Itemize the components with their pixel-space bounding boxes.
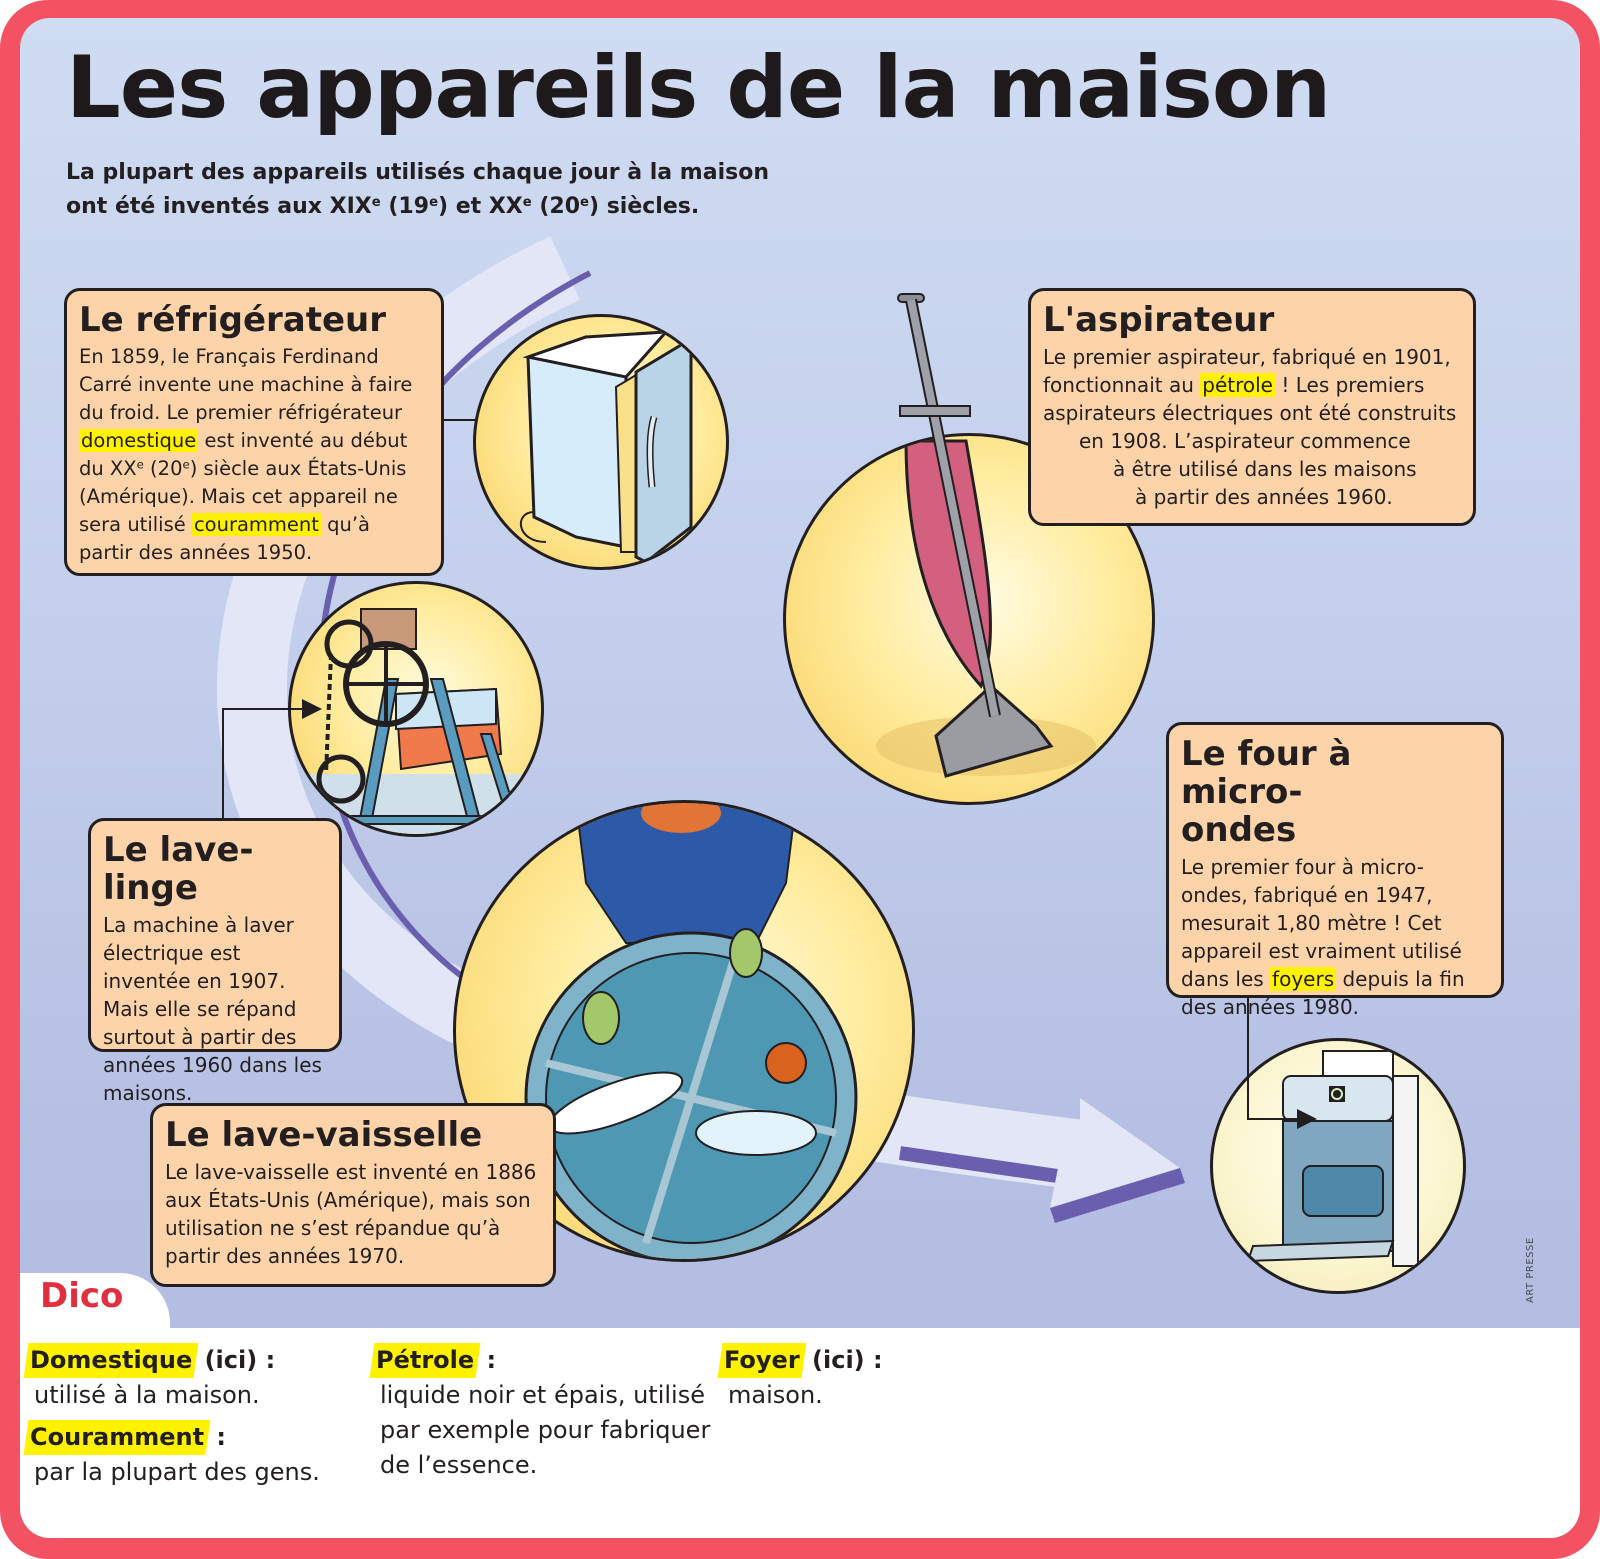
dishwasher-illustration — [453, 800, 915, 1262]
washing-machine-text: La machine à laver électrique est invent… — [103, 913, 322, 1105]
microwave-pointer — [1247, 1118, 1297, 1120]
vacuum-box: L'aspirateur Le premier aspirateur, fabr… — [1028, 288, 1476, 526]
glossary-entry-foyer: Foyer (ici) : maison. — [717, 1343, 883, 1413]
microwave-box: Le four à micro-ondes Le premier four à … — [1166, 722, 1504, 1019]
superscript: e — [522, 194, 532, 210]
glossary-definition: liquide noir et épais, utilisé par exemp… — [380, 1381, 711, 1479]
text: Le premier four à micro-ondes, fabriqué … — [1181, 855, 1462, 991]
vacuum-text-line: en 1908. L’aspirateur commence — [1079, 429, 1411, 453]
refrigerator-icon — [519, 330, 693, 564]
washing-machine-icon — [291, 608, 541, 834]
highlight-couramment: couramment — [191, 513, 321, 536]
washing-machine-pointer — [222, 708, 224, 818]
vacuum-cleaner-icon — [876, 439, 1096, 778]
glossary-definition: maison. — [728, 1381, 823, 1409]
term-text: Couramment — [30, 1423, 205, 1451]
refrigerator-box: Le réfrigérateur En 1859, le Français Fe… — [64, 288, 444, 576]
text: Le premier aspirateur, fabriqué en 1901,… — [1043, 345, 1451, 397]
glossary-term: Domestique — [23, 1343, 199, 1378]
vacuum-text: Le premier aspirateur, fabriqué en 1901,… — [1043, 343, 1461, 427]
subtitle-text: ) et XX — [438, 194, 523, 219]
glossary-entry-petrole: Pétrole : liquide noir et épais, utilisé… — [369, 1343, 712, 1483]
vacuum-heading: L'aspirateur — [1043, 300, 1275, 340]
text: depuis la fin des années 1980. — [1181, 967, 1465, 1019]
infographic-panel: Les appareils de la maison La plupart de… — [20, 18, 1580, 1538]
glossary-definition: utilisé à la maison. — [34, 1381, 260, 1409]
highlight-domestique: domestique — [79, 429, 199, 452]
vacuum-handle-icon — [897, 293, 1001, 718]
superscript: e — [429, 194, 439, 210]
dishwasher-icon — [524, 803, 858, 1259]
subtitle: La plupart des appareils utilisés chaque… — [66, 156, 826, 224]
text: est inventé au début du XX — [79, 429, 408, 480]
glossary-term: Pétrole — [369, 1343, 481, 1378]
page-title: Les appareils de la maison — [66, 38, 1331, 138]
refrigerator-heading: Le réfrigérateur — [79, 300, 386, 340]
washing-machine-heading: Le lave-linge — [103, 830, 254, 908]
vacuum-text-line: à être utilisé dans les maisons — [1113, 457, 1417, 481]
vacuum-text-line: à partir des années 1960. — [1135, 485, 1393, 509]
highlight-petrole: pétrole — [1200, 373, 1275, 397]
washing-machine-pointer — [222, 708, 304, 710]
glossary-qualifier: : — [478, 1346, 497, 1374]
subtitle-text: (19 — [380, 194, 430, 219]
glossary-entry-couramment: Couramment : par la plupart des gens. — [23, 1420, 320, 1490]
pointer-arrow-icon — [1297, 1109, 1317, 1129]
microwave-illustration — [1210, 1038, 1466, 1294]
refrigerator-text: En 1859, le Français Ferdinand Carré inv… — [79, 343, 429, 567]
pointer-arrow-icon — [302, 699, 322, 719]
subtitle-text: ) siècles. — [589, 194, 700, 219]
glossary-qualifier: (ici) : — [196, 1346, 276, 1374]
credit-text: ART PRESSE — [1525, 1237, 1536, 1303]
washing-machine-box: Le lave-linge La machine à laver électri… — [88, 818, 342, 1105]
glossary-label: Dico — [40, 1276, 124, 1316]
glossary-tab — [20, 1273, 170, 1343]
dishwasher-box: Le lave-vaisselle Le lave-vaisselle est … — [150, 1103, 556, 1287]
text: qu’à partir des années 1950. — [79, 513, 371, 564]
dishwasher-heading: Le lave-vaisselle — [165, 1115, 483, 1155]
superscript: e — [136, 457, 144, 472]
glossary-term: Foyer — [717, 1343, 807, 1378]
superscript: e — [182, 457, 190, 472]
term-text: Domestique — [30, 1346, 193, 1374]
microwave-oven-icon — [1246, 1050, 1419, 1267]
term-text: Foyer — [724, 1346, 800, 1374]
text: (20 — [143, 457, 183, 480]
highlight-foyers: foyers — [1270, 967, 1337, 991]
superscript: e — [580, 194, 589, 210]
text: ! Les premiers aspirateurs électriques o… — [1043, 373, 1457, 425]
refrigerator-illustration — [473, 314, 729, 570]
glossary-term: Couramment — [23, 1420, 211, 1455]
subtitle-text: (20 — [531, 194, 581, 219]
text: ) siècle aux États-Unis (Amérique). Mais… — [79, 457, 407, 536]
glossary-qualifier: (ici) : — [803, 1346, 883, 1374]
subtitle-text: ont été inventés aux XIX — [66, 194, 372, 219]
glossary-definition: par la plupart des gens. — [34, 1458, 320, 1486]
microwave-text: Le premier four à micro-ondes, fabriqué … — [1181, 853, 1489, 1021]
glossary-qualifier: : — [208, 1423, 227, 1451]
washing-machine-illustration — [288, 581, 544, 837]
term-text: Pétrole — [376, 1346, 475, 1374]
superscript: e — [371, 194, 381, 210]
text: En 1859, le Français Ferdinand Carré inv… — [79, 345, 413, 424]
microwave-heading: Le four à micro-ondes — [1181, 734, 1352, 850]
dishwasher-text: Le lave-vaisselle est inventé en 1886 au… — [165, 1160, 537, 1268]
subtitle-line-1: La plupart des appareils utilisés chaque… — [66, 160, 769, 185]
glossary-entry-domestique: Domestique (ici) : utilisé à la maison. — [23, 1343, 276, 1413]
microwave-pointer — [1247, 998, 1249, 1120]
